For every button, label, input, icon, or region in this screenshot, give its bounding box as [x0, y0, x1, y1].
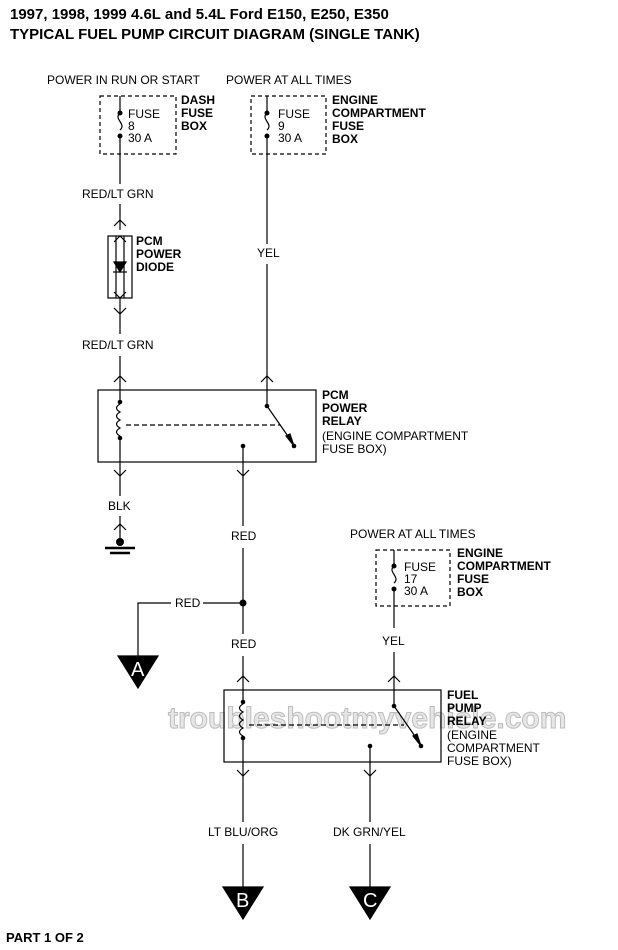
engine-fuse-box-2-label-2: COMPARTMENT [457, 559, 551, 573]
fuse-8-number: 8 [128, 119, 135, 133]
fuel-pump-relay [223, 689, 442, 763]
dash-fuse-box-label-1: DASH [181, 93, 215, 107]
watermark: troubleshootmyvehicle.com [168, 702, 566, 735]
engine-fuse-box-label-3: FUSE [332, 119, 364, 133]
wire-label-red-2: RED [231, 637, 257, 651]
pcm-relay-location-1: (ENGINE COMPARTMENT [322, 429, 469, 443]
connector-symbol [260, 375, 274, 383]
wire-red-branch-left [137, 602, 171, 656]
power-run-start-label: POWER IN RUN OR START [47, 73, 201, 87]
fuel-relay-name-2: PUMP [447, 701, 482, 715]
fuse-17-icon [391, 565, 397, 584]
fuel-relay-location-1: (ENGINE [447, 728, 497, 742]
engine-fuse-box-label-2: COMPARTMENT [332, 106, 426, 120]
diagram-title-line2: TYPICAL FUEL PUMP CIRCUIT DIAGRAM (SINGL… [10, 26, 420, 43]
fuel-relay-name-3: RELAY [447, 714, 487, 728]
connector-symbol [236, 675, 250, 683]
relay-coil-icon [115, 403, 122, 437]
fuel-relay-location-2: COMPARTMENT [447, 741, 541, 755]
diode-label-1: PCM [136, 234, 163, 248]
connector-symbol [113, 307, 127, 315]
pcm-relay-location-2: FUSE BOX) [322, 442, 387, 456]
connector-symbol [113, 469, 127, 477]
connector-symbol [236, 469, 250, 477]
connector-symbol [363, 769, 377, 777]
wire-label-red-lt-grn-1: RED/LT GRN [82, 187, 154, 201]
power-all-times-label-1: POWER AT ALL TIMES [226, 73, 352, 87]
connector-symbol [113, 219, 127, 227]
wire-label-blk: BLK [108, 499, 131, 513]
fuse-17-engine-fuse-box: FUSE 17 30 A [375, 549, 451, 607]
wire-label-yel-2: YEL [382, 634, 405, 648]
connector-symbol [113, 375, 127, 383]
engine-fuse-box-2-label-4: BOX [457, 585, 483, 599]
diode-label-2: POWER [136, 247, 182, 261]
connector-c-symbol [348, 886, 392, 921]
connector-symbol [387, 675, 401, 683]
fuse-17-word: FUSE [404, 560, 436, 574]
diagram-title-line1: 1997, 1998, 1999 4.6L and 5.4L Ford E150… [10, 6, 389, 23]
fuse-17-rating: 30 A [404, 584, 428, 598]
diode-icon [112, 261, 128, 274]
pcm-power-diode [107, 235, 133, 299]
wire-label-dk-grn-yel: DK GRN/YEL [333, 825, 406, 839]
wire-label-red-branch: RED [175, 596, 201, 610]
fuse-8-icon [117, 112, 123, 131]
fuse-9-engine-fuse-box: FUSE 9 30 A [250, 95, 327, 155]
fuse-8-rating: 30 A [128, 131, 152, 145]
connector-a-symbol [116, 655, 160, 690]
pcm-power-relay [97, 389, 317, 463]
fuse-17-number: 17 [404, 572, 418, 586]
pcm-relay-name-2: POWER [322, 401, 368, 415]
engine-fuse-box-label-1: ENGINE [332, 93, 378, 107]
fuse-9-word: FUSE [278, 107, 310, 121]
dash-fuse-box-label-3: BOX [181, 119, 207, 133]
ground-icon [105, 538, 135, 555]
connector-symbol [236, 769, 250, 777]
engine-fuse-box-label-4: BOX [332, 132, 358, 146]
wire-label-red-lt-grn-2: RED/LT GRN [82, 338, 154, 352]
engine-fuse-box-2-label-1: ENGINE [457, 546, 503, 560]
fuse-9-rating: 30 A [278, 131, 302, 145]
power-all-times-label-2: POWER AT ALL TIMES [350, 527, 476, 541]
page-footer: PART 1 OF 2 [6, 930, 84, 945]
wire-label-yel-1: YEL [257, 246, 280, 260]
connector-c-label: C [363, 890, 377, 912]
wire-label-lt-blu-org: LT BLU/ORG [208, 825, 278, 839]
fuse-9-icon [264, 112, 270, 131]
dash-fuse-box-label-2: FUSE [181, 106, 213, 120]
relay-coil-icon [238, 703, 245, 737]
pcm-relay-name-1: PCM [322, 388, 349, 402]
engine-fuse-box-2-label-3: FUSE [457, 572, 489, 586]
connector-a-label: A [131, 659, 145, 681]
connector-symbol [113, 523, 127, 531]
connector-b-symbol [221, 886, 265, 921]
pcm-relay-name-3: RELAY [322, 414, 362, 428]
diode-label-3: DIODE [136, 260, 174, 274]
fuse-9-number: 9 [278, 119, 285, 133]
fuel-relay-name-1: FUEL [447, 688, 478, 702]
fuse-8-dash-fuse-box: FUSE 8 30 A [99, 95, 177, 155]
fuse-8-word: FUSE [128, 107, 160, 121]
wire-label-red-1: RED [231, 529, 257, 543]
connector-b-label: B [236, 890, 249, 912]
fuel-relay-location-3: FUSE BOX) [447, 754, 512, 768]
